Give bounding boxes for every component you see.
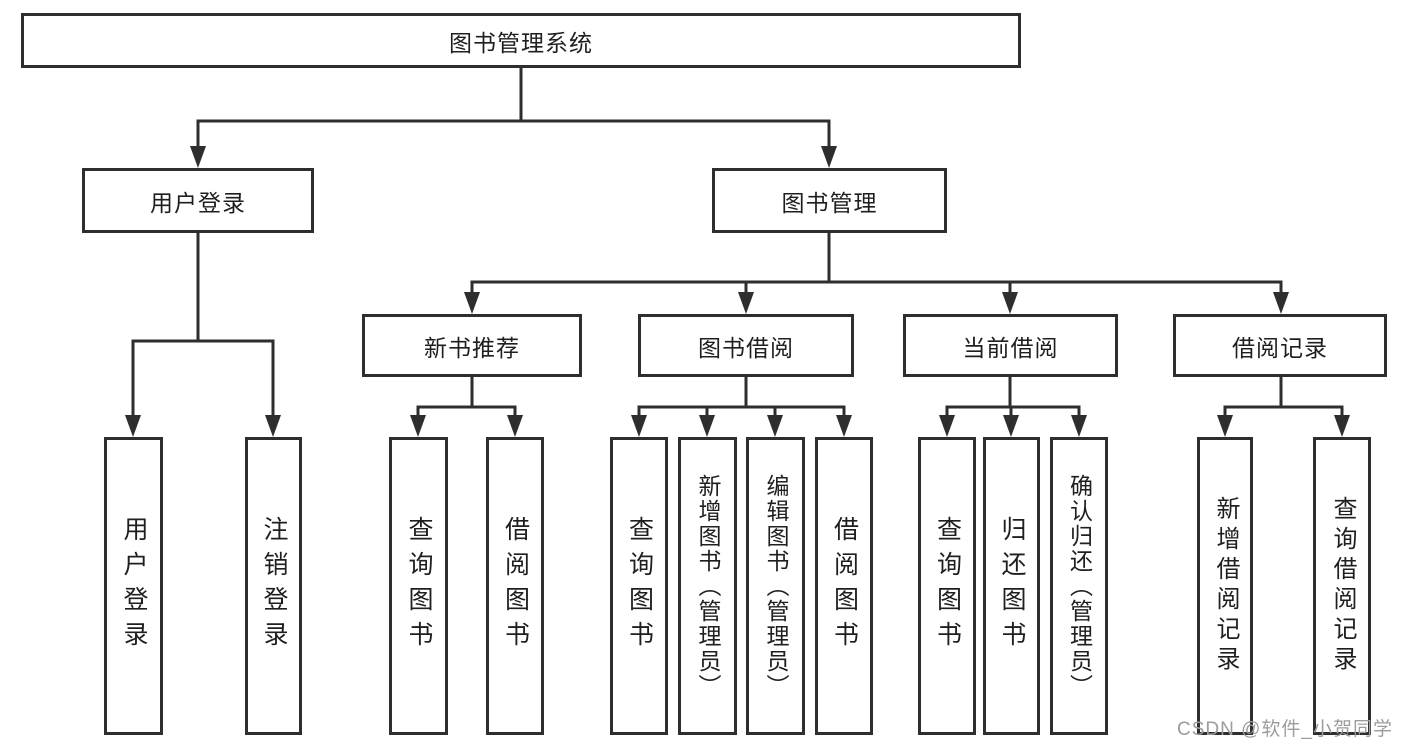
node-new-book-recommend: 新书推荐 [362, 314, 582, 377]
node-user-login: 用户登录 [82, 168, 314, 233]
node-book-management: 图书管理 [712, 168, 947, 233]
leaf-borrowing-edit-books-admin: 编辑图书（管理员） [746, 437, 805, 735]
leaf-recommend-query-books: 查询图书 [389, 437, 448, 735]
leaf-current-confirm-return-admin: 确认归还（管理员） [1050, 437, 1108, 735]
node-current-borrowing: 当前借阅 [903, 314, 1118, 377]
leaf-user-login: 用户登录 [104, 437, 163, 735]
arrowheads [125, 146, 1350, 437]
leaf-borrowing-add-books-admin: 新增图书（管理员） [678, 437, 737, 735]
leaf-current-query-books: 查询图书 [918, 437, 976, 735]
leaf-borrowing-query-books: 查询图书 [610, 437, 668, 735]
leaf-recommend-borrow-books: 借阅图书 [486, 437, 544, 735]
csdn-watermark: CSDN @软件_小贺同学 [1177, 719, 1393, 740]
node-root: 图书管理系统 [21, 13, 1021, 68]
leaf-current-return-books: 归还图书 [983, 437, 1040, 735]
leaf-records-query-record: 查询借阅记录 [1313, 437, 1371, 735]
node-borrowing-records: 借阅记录 [1173, 314, 1387, 377]
leaf-borrowing-borrow-books: 借阅图书 [815, 437, 873, 735]
leaf-logout: 注销登录 [245, 437, 302, 735]
leaf-records-add-record: 新增借阅记录 [1197, 437, 1253, 735]
node-book-borrowing: 图书借阅 [638, 314, 854, 377]
